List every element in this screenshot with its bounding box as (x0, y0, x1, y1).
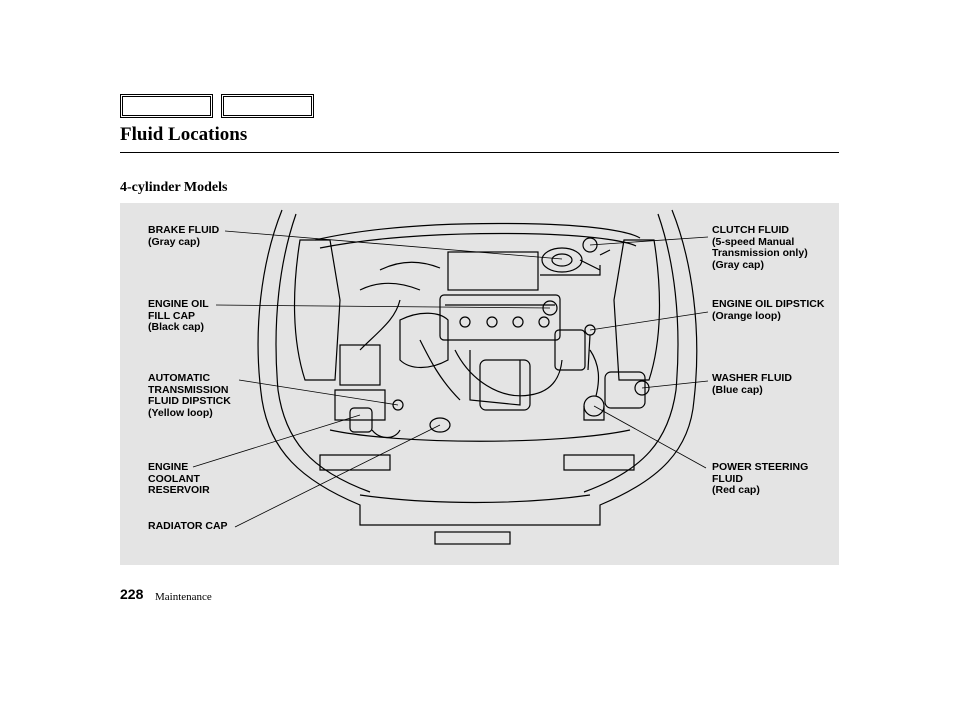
engine-oil-dipstick-callout: ENGINE OIL DIPSTICK (Orange loop) (712, 298, 825, 322)
section-subtitle: 4-cylinder Models (120, 180, 228, 195)
brake-fluid-callout: BRAKE FLUID (Gray cap) (148, 224, 220, 248)
title-divider (120, 152, 839, 153)
engine-oil-fill-cap-callout: ENGINE OIL FILL CAP (Black cap) (148, 298, 209, 333)
washer-fluid-callout: WASHER FLUID (Blue cap) (712, 372, 792, 396)
atf-dipstick-callout: AUTOMATIC TRANSMISSION FLUID DIPSTICK (Y… (148, 372, 231, 419)
power-steering-fluid-callout: POWER STEERING FLUID (Red cap) (712, 461, 809, 496)
section-name: Maintenance (155, 591, 212, 603)
clutch-fluid-callout: CLUTCH FLUID (5-speed Manual Transmissio… (712, 224, 808, 271)
radiator-cap-callout: RADIATOR CAP (148, 520, 228, 532)
previous-page-button[interactable] (120, 94, 213, 118)
next-page-button[interactable] (221, 94, 314, 118)
page-number: 228 (120, 586, 144, 602)
coolant-reservoir-callout: ENGINE COOLANT RESERVOIR (148, 461, 210, 496)
page-title: Fluid Locations (120, 124, 248, 145)
